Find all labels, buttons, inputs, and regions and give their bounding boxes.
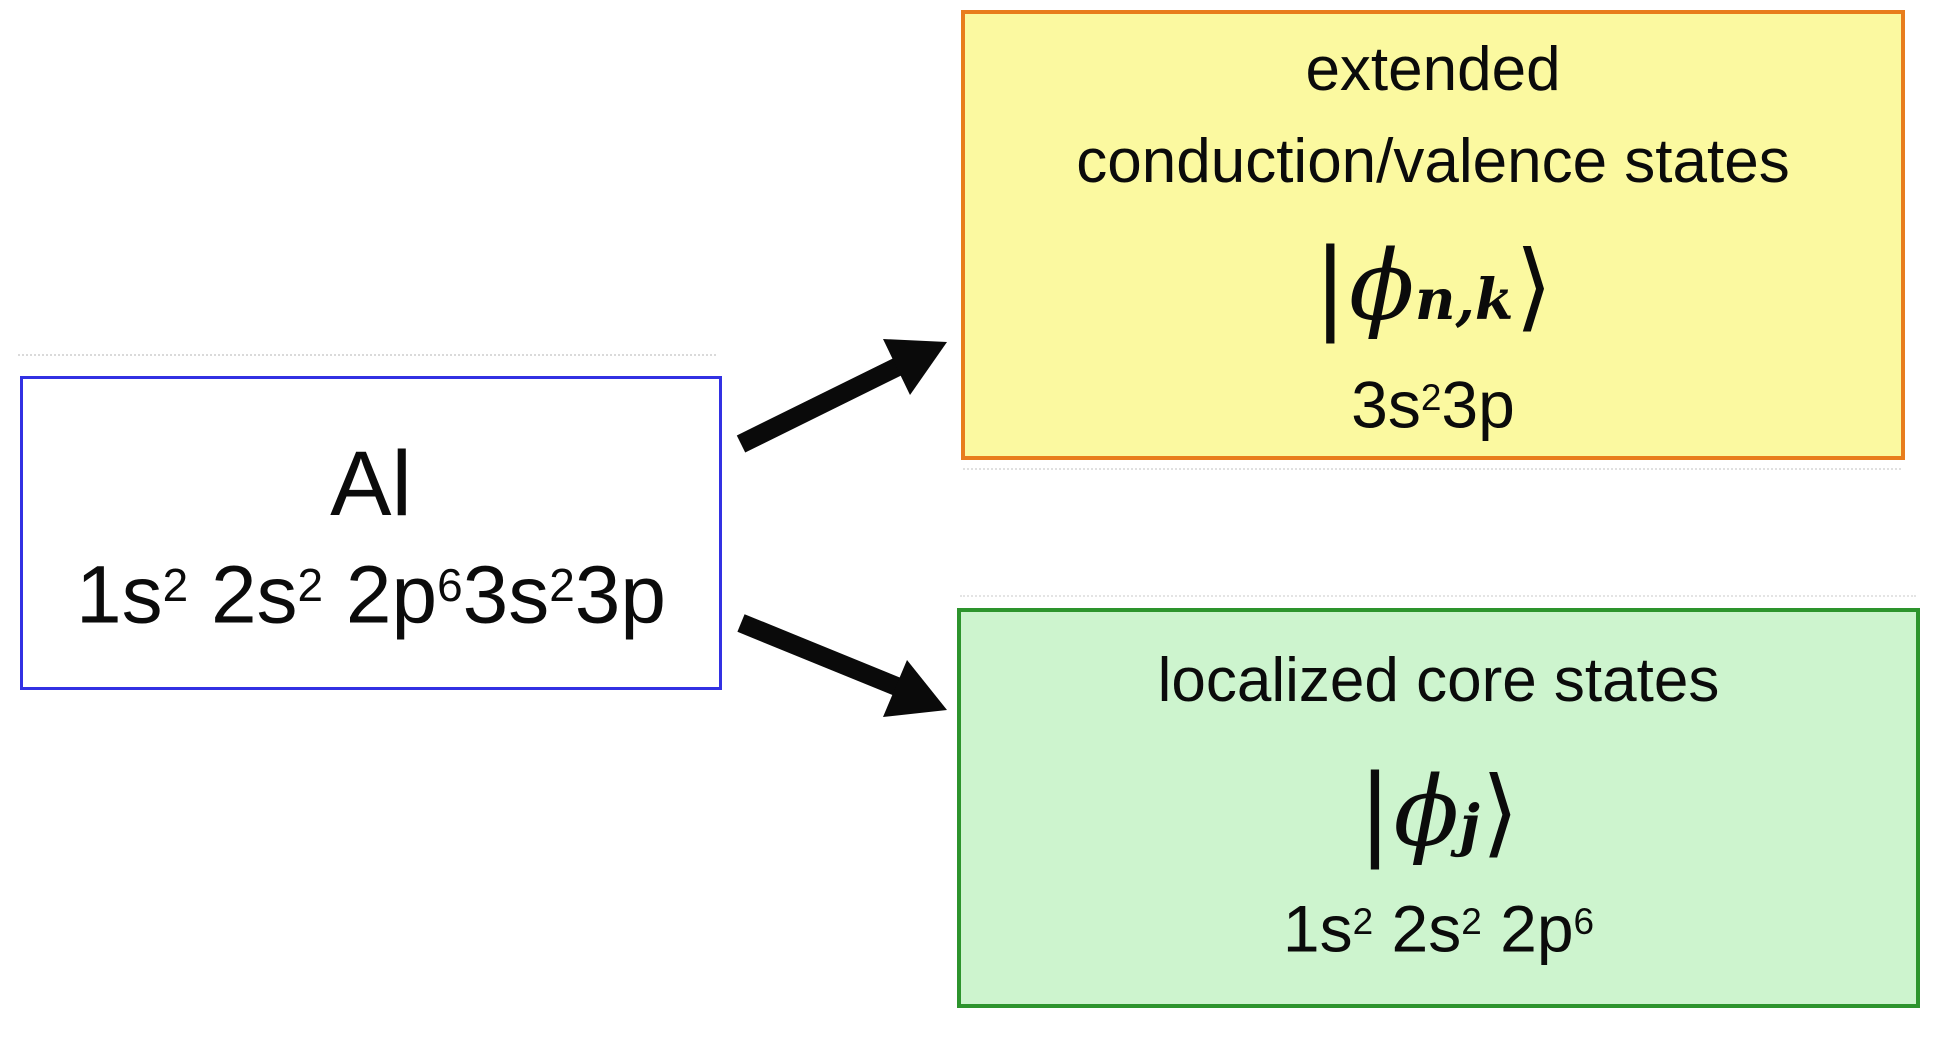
ket-close-bracket: ⟩ bbox=[1515, 230, 1553, 342]
arrow-to-extended-states bbox=[736, 339, 947, 453]
superscript: 2 bbox=[1461, 901, 1482, 942]
atom-box: Al 1s2 2s2 2p63s23p bbox=[20, 376, 722, 690]
phi-symbol: ϕ bbox=[1349, 230, 1415, 342]
extended-states-label-line2: conduction/valence states bbox=[1076, 127, 1790, 196]
superscript: 2 bbox=[1352, 901, 1374, 942]
superscript: 2 bbox=[162, 559, 189, 611]
ket-open-bar: | bbox=[1358, 753, 1392, 871]
ghost-line-above-core-box bbox=[960, 595, 1916, 597]
superscript: 2 bbox=[549, 559, 575, 611]
superscript: 2 bbox=[297, 559, 324, 611]
ket-close-bracket: ⟩ bbox=[1481, 756, 1519, 868]
ghost-line-below-extended-box bbox=[963, 468, 1901, 470]
arrow-to-core-head bbox=[883, 660, 947, 717]
arrow-to-extended-head bbox=[883, 339, 947, 395]
core-states-label: localized core states bbox=[1157, 646, 1720, 715]
arrow-to-extended-shaft bbox=[736, 357, 904, 453]
ghost-line-above-atom-box bbox=[18, 354, 716, 356]
atom-symbol: Al bbox=[330, 433, 412, 535]
phi-symbol: ϕ bbox=[1393, 756, 1460, 868]
arrow-to-core-shaft bbox=[737, 614, 902, 696]
ket-subscript: n,k bbox=[1414, 267, 1514, 333]
superscript: 6 bbox=[437, 559, 463, 611]
extended-states-configuration: 3s23p bbox=[1351, 367, 1515, 442]
atom-electron-configuration: 1s2 2s2 2p63s23p bbox=[76, 549, 666, 641]
core-states-configuration: 1s2 2s2 2p6 bbox=[1282, 891, 1595, 966]
ket-subscript: j bbox=[1459, 793, 1480, 859]
arrow-to-core-states bbox=[737, 614, 947, 717]
superscript: 6 bbox=[1573, 901, 1595, 942]
ket-open-bar: | bbox=[1313, 227, 1348, 345]
extended-states-label-line1: extended bbox=[1305, 35, 1561, 104]
superscript: 2 bbox=[1420, 377, 1442, 418]
